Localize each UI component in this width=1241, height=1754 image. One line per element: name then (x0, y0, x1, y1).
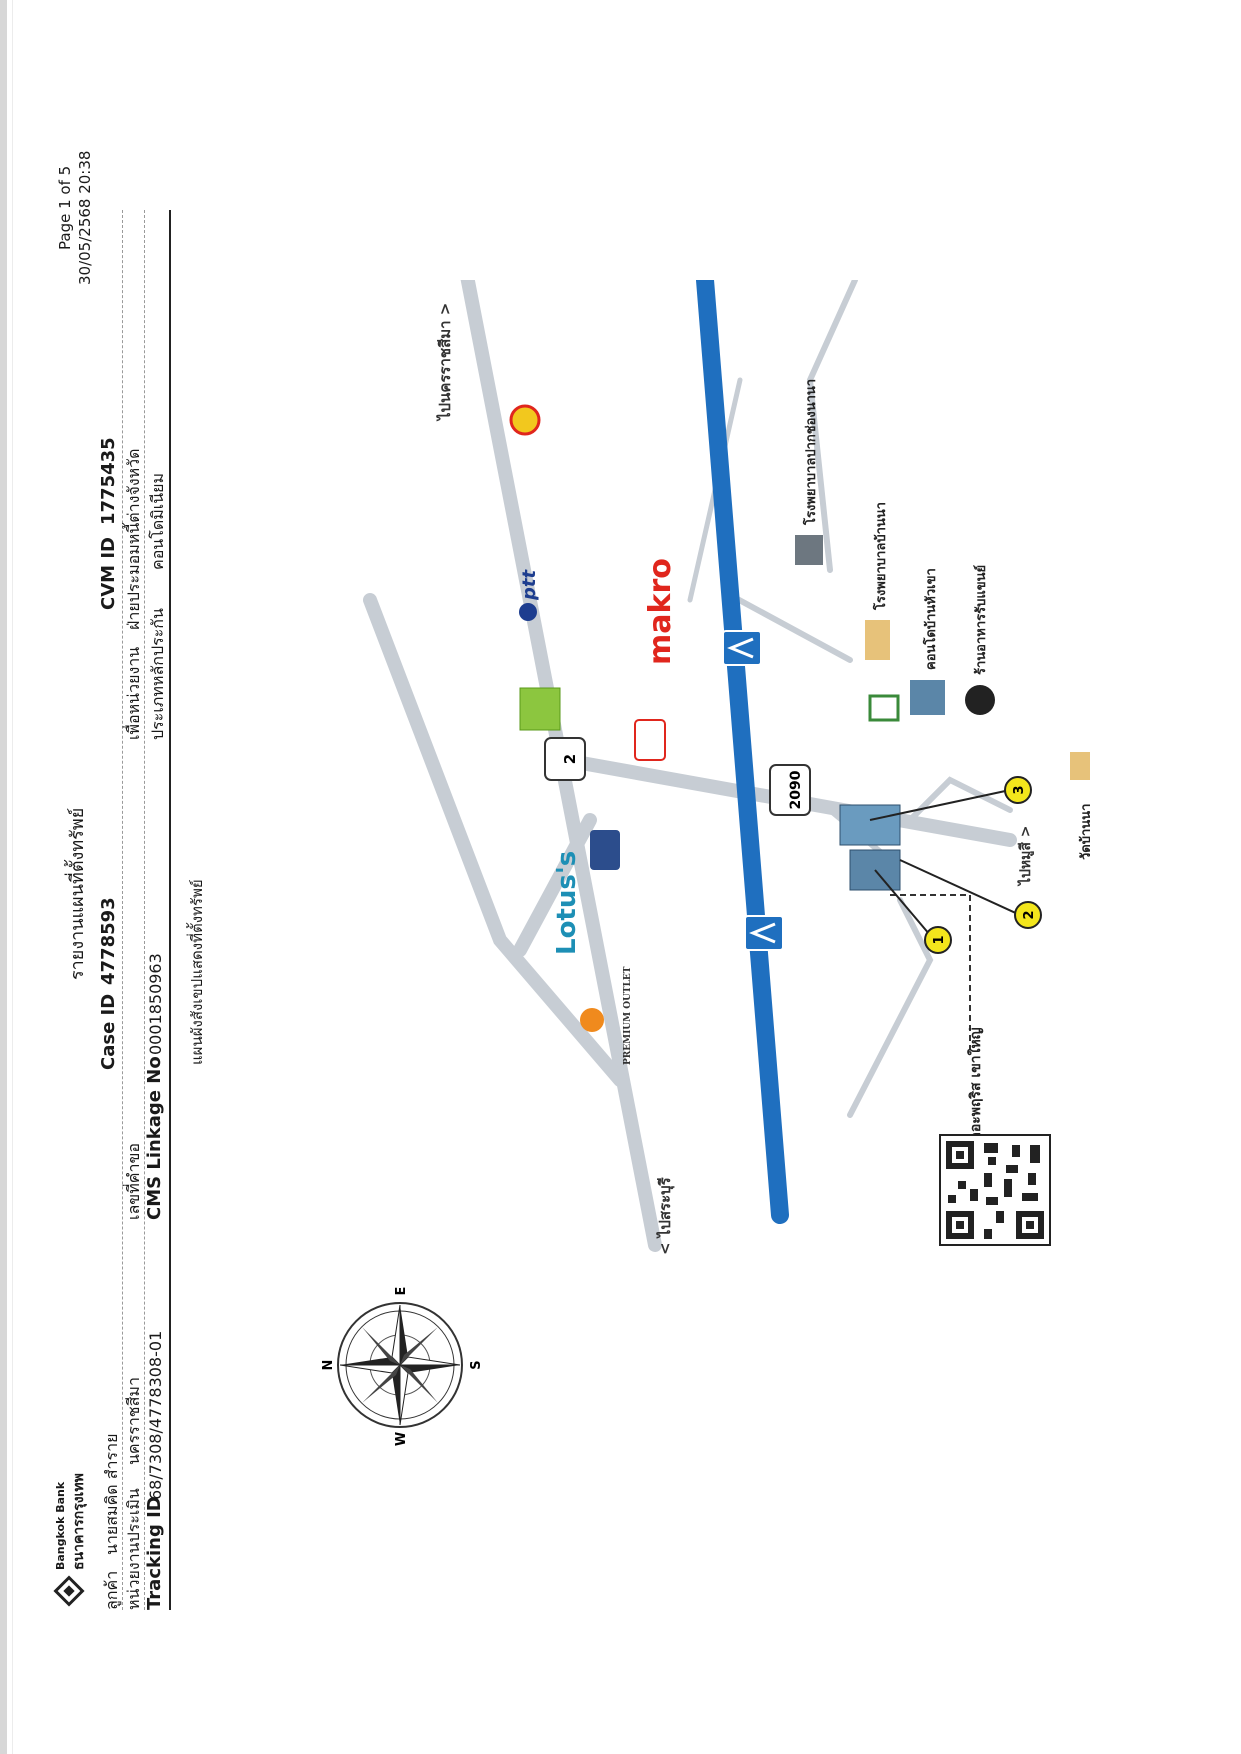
home-pro-logo-icon (590, 830, 620, 870)
hospital-label: โรงพยาบาลปากช่องนานา (802, 379, 819, 526)
road-right-label: ไปนครราชสีมา > (435, 303, 454, 422)
qr-code (939, 1134, 1051, 1246)
connector-road (513, 813, 597, 957)
tracking-label: Tracking ID (144, 1496, 165, 1610)
cvm-label: CVM ID (98, 537, 119, 610)
big-c-logo-icon (519, 687, 561, 731)
lotus-logo: Lotus's (552, 851, 582, 955)
property-pointer-line (890, 894, 971, 1050)
cms-label: CMS Linkage No (144, 1056, 165, 1220)
condo-icon (910, 680, 945, 715)
ptt-logo: ptt (519, 569, 540, 601)
marker-1-label: 1 (932, 935, 947, 944)
compass-n: N (321, 1360, 336, 1371)
temple-icon (1070, 752, 1090, 780)
tops-logo-icon (634, 719, 666, 761)
marker-1: 1 (924, 926, 952, 954)
road-left-label: < ไปสระบุรี (655, 1176, 675, 1255)
route-2-label: 2 (561, 754, 579, 764)
scan-edge (0, 0, 7, 1754)
cms-value: 0001850963 (146, 953, 165, 1055)
header-rule (169, 210, 171, 1610)
marker-2-label: 2 (1022, 910, 1037, 919)
report-page: Bangkok Bank ธนาคารกรุงเทพ รายงานแผนที่ต… (50, 150, 1110, 1610)
bank-name-en: Bangkok Bank (54, 1481, 67, 1570)
collateral-value: คอนโดมิเนียม (148, 472, 167, 570)
temple-label: วัดบ้านนา (1078, 804, 1090, 860)
route-2090-label: 2090 (788, 770, 804, 809)
marker-3: 3 (1004, 776, 1032, 804)
tracking-value: 68/7308/4778308-01 (146, 1330, 165, 1500)
property-building-icon (839, 804, 901, 891)
motorway (696, 280, 789, 1224)
cvm-value: 1775435 (98, 437, 119, 525)
compass-s: S (469, 1360, 484, 1369)
school-label: โรงพยาบาลบ้านนา (872, 502, 889, 611)
condo-label: คอนโดบ้านหัวเขา (922, 568, 939, 670)
marker-3-label: 3 (1012, 785, 1027, 794)
location-map: N S E W (321, 280, 1090, 1447)
scan-edge-line (12, 0, 13, 1754)
compass-e: E (394, 1287, 409, 1296)
road-down-label: ไปหมูสี > (1016, 825, 1034, 887)
shell-logo-icon (509, 404, 541, 436)
route-2-shield: 2 (544, 737, 586, 781)
divider-2 (144, 210, 145, 1610)
compass-rose: N S E W (321, 1287, 484, 1447)
case-label: Case ID (98, 993, 119, 1070)
hospital-icon (795, 535, 823, 565)
compass-w: W (394, 1432, 409, 1446)
school-icon (865, 620, 890, 660)
ptt-icon (519, 603, 537, 621)
page-number: Page 1 of 5 (56, 165, 74, 250)
marker-2: 2 (1014, 901, 1042, 929)
road-network (363, 280, 1017, 1252)
map-caption: แผนผังสังเขปแสดงที่ตั้งทรัพย์ (188, 879, 206, 1065)
report-title: รายงานแผนที่ตั้งทรัพย์ (67, 807, 88, 980)
seven-eleven-icon (868, 694, 900, 722)
motorway-shield-2 (722, 630, 762, 666)
collateral-label: ประเภทหลักประกัน (148, 608, 167, 740)
frontage-road (363, 593, 627, 1087)
premium-outlet-label: PREMIUM OUTLET (623, 966, 633, 1065)
restaurant-label: ร้านอาหารรับแขนย์ (973, 565, 989, 675)
report-timestamp: 30/05/2568 20:38 (76, 150, 94, 285)
makro-logo: makro (643, 558, 678, 665)
case-value: 4778593 (98, 897, 119, 985)
bank-name-th: ธนาคารกรุงเทพ (71, 1473, 87, 1570)
bank-logo-icon (53, 1575, 85, 1607)
restaurant-icon (965, 685, 995, 715)
motorway-shield-1 (744, 915, 784, 951)
premium-outlet-icon (580, 1008, 604, 1032)
route-2090-shield: 2090 (769, 764, 811, 816)
